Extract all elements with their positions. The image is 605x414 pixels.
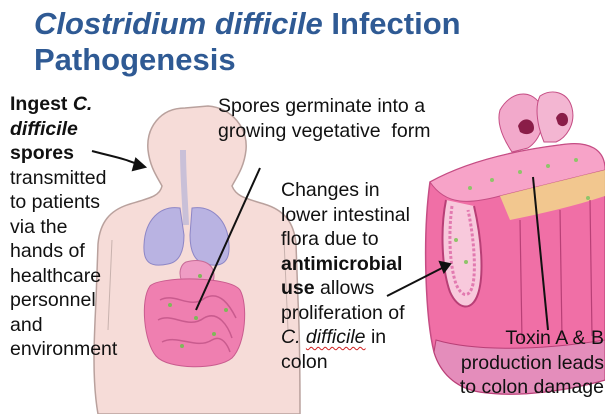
toxin-line1: Toxin A & B (448, 326, 604, 351)
ingest-line8: healthcare (10, 264, 117, 289)
toxin-line2: production leads (448, 351, 604, 376)
ingest-line10: and (10, 313, 117, 338)
germinate-line2: growing vegetative form (218, 119, 458, 144)
germinate-text-block: Spores germinate into a growing vegetati… (218, 94, 458, 143)
page-title: Clostridium difficile Infection Pathogen… (34, 6, 594, 78)
ingest-line7: hands of (10, 239, 117, 264)
toxin-text-block: Toxin A & B production leads to colon da… (448, 326, 604, 400)
title-line2: Pathogenesis (34, 42, 594, 78)
flora-line4: antimicrobial (281, 252, 441, 277)
flora-line2: lower intestinal (281, 203, 441, 228)
flora-line5: use allows (281, 276, 441, 301)
flora-line1: Changes in (281, 178, 441, 203)
flora-text-block: Changes in lower intestinal flora due to… (281, 178, 441, 374)
intestines (144, 279, 244, 367)
ingest-text-block: Ingest C. difficile spores transmitted t… (10, 92, 117, 362)
ingest-line9: personnel (10, 288, 117, 313)
flora-use: use (281, 277, 315, 299)
flora-allows: allows (315, 277, 375, 299)
ingest-line4: transmitted (10, 166, 117, 191)
title-italic: Clostridium difficile (34, 6, 323, 41)
toxin-line3: to colon damage (448, 375, 604, 400)
germinate-line1: Spores germinate into a (218, 94, 458, 119)
ingest-word: Ingest (10, 93, 73, 115)
ingest-line6: via the (10, 215, 117, 240)
ingest-line5: to patients (10, 190, 117, 215)
flora-difficile: difficile (306, 326, 366, 348)
human-body-figure (94, 106, 300, 414)
flora-line3: flora due to (281, 227, 441, 252)
ingest-line3: spores (10, 141, 117, 166)
title-rest: Infection (323, 6, 461, 41)
title-line1: Clostridium difficile Infection (34, 6, 594, 42)
flora-line7: C. difficile in (281, 325, 441, 350)
flora-line6: proliferation of (281, 301, 441, 326)
trachea (183, 150, 186, 225)
ingest-c: C. (73, 93, 93, 115)
flora-c: C. (281, 326, 306, 348)
ingest-line1: Ingest C. (10, 92, 117, 117)
ingest-line2: difficile (10, 117, 117, 142)
flora-line8: colon (281, 350, 441, 375)
ingest-line11: environment (10, 337, 117, 362)
flora-in: in (366, 326, 387, 348)
